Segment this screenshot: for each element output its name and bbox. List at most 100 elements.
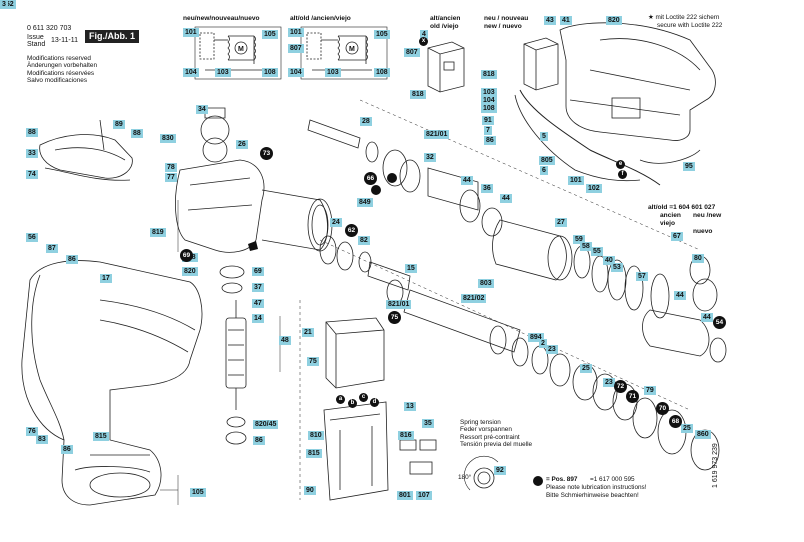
part-label: 108 bbox=[374, 68, 390, 77]
part-label: 80 bbox=[692, 254, 704, 263]
part-label: 44 bbox=[674, 291, 686, 300]
part-label: 3 bbox=[0, 0, 8, 9]
part-label: 77 bbox=[165, 173, 177, 182]
part-label: 27 bbox=[555, 218, 567, 227]
part-label: 2 bbox=[539, 339, 547, 348]
part-label: 83 bbox=[36, 435, 48, 444]
part-label: 818 bbox=[410, 90, 426, 99]
reference-marker: e bbox=[616, 160, 625, 169]
part-label: 26 bbox=[236, 140, 248, 149]
spring-note-line: Feder vorspannen bbox=[460, 426, 512, 434]
part-label: 43 bbox=[544, 16, 556, 25]
part-label: 23 bbox=[603, 378, 615, 387]
figure-badge: Fig./Abb. 1 bbox=[85, 30, 139, 43]
part-label: 69 bbox=[252, 267, 264, 276]
alt-part-viejo: viejo bbox=[660, 220, 676, 227]
part-label: 47 bbox=[252, 299, 264, 308]
document-number: 1 619 973 239 bbox=[712, 443, 719, 488]
part-label: 820 bbox=[182, 267, 198, 276]
part-label: 108 bbox=[262, 68, 278, 77]
part-label: 4 bbox=[420, 30, 428, 39]
part-label: 33 bbox=[26, 149, 38, 158]
part-label: 104 bbox=[481, 96, 497, 105]
part-label: 7 bbox=[484, 126, 492, 135]
part-label: 821/01 bbox=[386, 300, 412, 309]
reference-marker: f bbox=[618, 170, 627, 179]
motor-m-symbol-old: M bbox=[349, 46, 355, 53]
part-label: 35 bbox=[422, 419, 434, 428]
spring-note-line: Tensión previa del muelle bbox=[460, 441, 533, 449]
lubrication-dot-icon bbox=[533, 476, 543, 486]
part-label: 101 bbox=[288, 28, 304, 37]
part-label: 807 bbox=[288, 44, 304, 53]
part-label: 78 bbox=[165, 163, 177, 172]
part-label: 103 bbox=[215, 68, 231, 77]
part-label: 24 bbox=[330, 218, 342, 227]
callout-circle: 71 bbox=[626, 390, 639, 403]
part-label: 17 bbox=[100, 274, 112, 283]
part-label: 820 bbox=[606, 16, 622, 25]
part-label: 807 bbox=[404, 48, 420, 57]
part-label: 59 bbox=[573, 235, 585, 244]
part-label: 849 bbox=[357, 198, 373, 207]
callout-circle: 72 bbox=[614, 380, 627, 393]
part-label: 57 bbox=[636, 272, 648, 281]
part-label: 103 bbox=[481, 88, 497, 97]
part-label: 44 bbox=[500, 194, 512, 203]
part-label: 14 bbox=[252, 314, 264, 323]
reference-marker: a bbox=[336, 395, 345, 404]
part-label: 860 bbox=[695, 430, 711, 439]
part-label: 101 bbox=[568, 176, 584, 185]
part-label: 101 bbox=[183, 28, 199, 37]
loctite-note-1: ★ mit Loctite 222 sichern bbox=[648, 14, 720, 21]
part-label: 815 bbox=[306, 449, 322, 458]
part-label: 13 bbox=[404, 402, 416, 411]
part-label: 819 bbox=[150, 228, 166, 237]
modification-notes: Modifications reserved Änderungen vorbeh… bbox=[27, 55, 97, 85]
alt-part-nuevo: nuevo bbox=[693, 228, 713, 235]
part-label: 25 bbox=[580, 364, 592, 373]
part-label: 103 bbox=[325, 68, 341, 77]
part-label: 821/01 bbox=[424, 130, 450, 139]
callout-circle: 75 bbox=[388, 311, 401, 324]
part-label: 86 bbox=[61, 445, 73, 454]
part-label: 92 bbox=[494, 466, 506, 475]
part-label: 105 bbox=[262, 30, 278, 39]
part-label: 104 bbox=[183, 68, 199, 77]
switch-new-title-2: new / nuevo bbox=[484, 23, 522, 30]
part-label: 86 bbox=[253, 436, 265, 445]
part-label: 894 bbox=[528, 333, 544, 342]
stand-label: Stand bbox=[27, 41, 46, 48]
part-label: 67 bbox=[671, 232, 683, 241]
part-label: 95 bbox=[683, 162, 695, 171]
part-label: 34 bbox=[196, 105, 208, 114]
part-label: 23 bbox=[546, 345, 558, 354]
issue-label: Issue bbox=[27, 34, 44, 41]
part-label: 37 bbox=[252, 283, 264, 292]
part-label: 89 bbox=[113, 120, 125, 129]
part-label: 821/02 bbox=[461, 294, 487, 303]
part-label: 805 bbox=[539, 156, 555, 165]
callout-circle: 68 bbox=[669, 415, 682, 428]
part-label: 107 bbox=[416, 491, 432, 500]
part-label: 48 bbox=[279, 336, 291, 345]
mod-note: Modifications reserved bbox=[27, 55, 91, 62]
reference-marker: c bbox=[359, 393, 368, 402]
part-label: 44 bbox=[701, 313, 713, 322]
part-label: 28 bbox=[360, 117, 372, 126]
part-label: 830 bbox=[160, 134, 176, 143]
part-label: 32 bbox=[424, 153, 436, 162]
part-label: 816 bbox=[398, 431, 414, 440]
callout-circle: 62 bbox=[345, 224, 358, 237]
reference-marker: d bbox=[370, 398, 379, 407]
part-label: 105 bbox=[374, 30, 390, 39]
part-label: 86 bbox=[66, 255, 78, 264]
spring-note-line: Spring tension bbox=[460, 419, 501, 426]
wiring-old-title: alt/old /ancien/viejo bbox=[290, 15, 351, 22]
lubrication-line-1: Please note lubrication instructions! bbox=[546, 484, 647, 491]
lubrication-pos-no: =1 617 000 595 bbox=[590, 476, 635, 483]
reference-marker: b bbox=[348, 399, 357, 408]
switch-old-title-2: old /viejo bbox=[430, 23, 459, 30]
part-label: 90 bbox=[304, 486, 316, 495]
